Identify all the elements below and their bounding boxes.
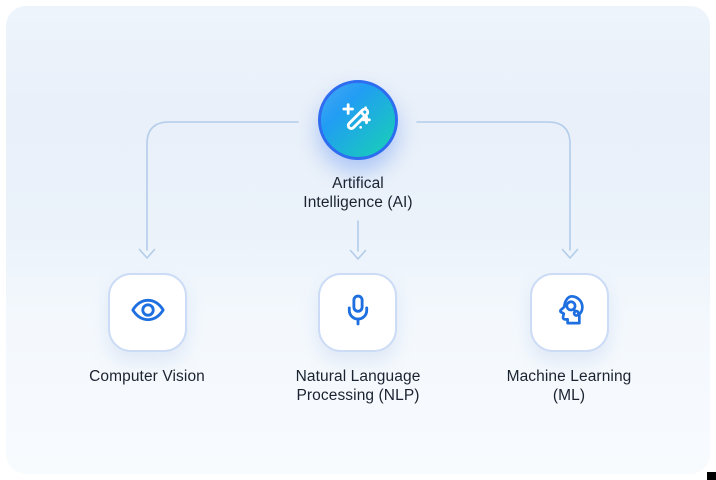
node-machine-learning — [530, 273, 609, 352]
eye-icon — [129, 291, 167, 334]
head-circuit-icon — [551, 291, 589, 334]
label-line: Natural Language — [295, 368, 421, 385]
node-nlp — [318, 273, 397, 352]
label-nlp: Natural Language Processing (NLP) — [248, 367, 468, 405]
label-machine-learning: Machine Learning (ML) — [459, 367, 679, 405]
wand-sparkles-icon — [338, 98, 378, 143]
label-line: Processing (NLP) — [296, 387, 420, 404]
label-line: Intelligence (AI) — [303, 194, 413, 211]
node-computer-vision — [108, 273, 187, 352]
label-line: Machine Learning — [506, 368, 632, 385]
label-line: Computer Vision — [89, 368, 205, 385]
label-line: (ML) — [552, 387, 586, 404]
node-artificial-intelligence — [318, 80, 398, 160]
microphone-icon — [339, 291, 377, 334]
label-line: Artifical — [332, 175, 384, 192]
label-computer-vision: Computer Vision — [37, 367, 257, 386]
corner-artifact — [707, 472, 716, 480]
label-artificial-intelligence: Artifical Intelligence (AI) — [248, 174, 468, 212]
